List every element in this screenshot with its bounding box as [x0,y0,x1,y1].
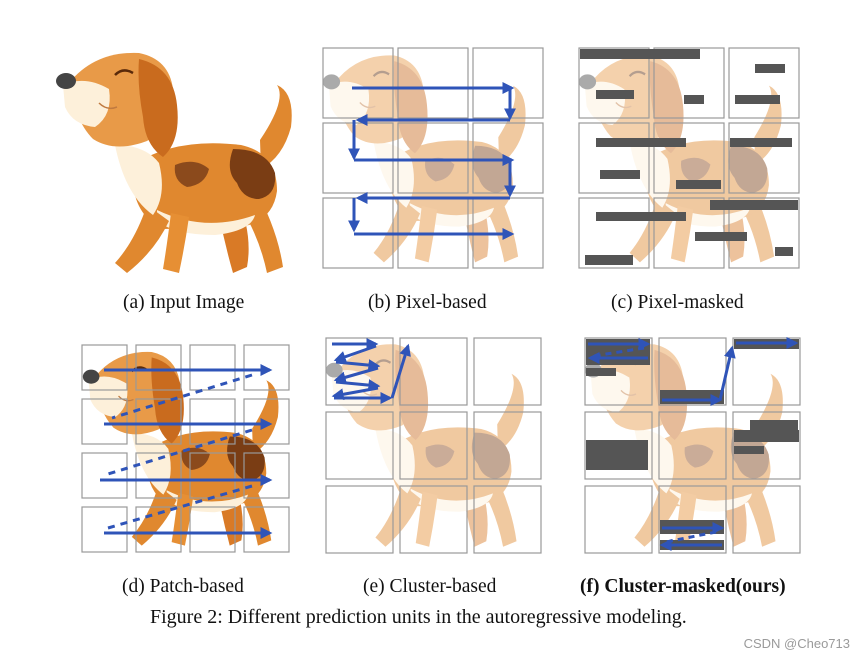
caption-panel-f: (f) Cluster-masked(ours) [580,576,786,597]
caption-panel-e: (e) Cluster-based [363,576,497,597]
panel-a-input-image [54,51,293,275]
panel-b-pixel-based [321,47,544,269]
watermark: CSDN @Cheo713 [743,636,850,651]
panel-e-cluster-based [324,337,542,554]
caption-panel-c: (c) Pixel-masked [611,292,744,313]
panel-d-patch-based [81,344,290,553]
caption-panel-a: (a) Input Image [123,292,245,313]
caption-panel-d: (d) Patch-based [122,576,244,597]
panel-f-cluster-masked [583,337,801,554]
caption-panel-b: (b) Pixel-based [368,292,487,313]
panel-c-pixel-masked [577,47,800,269]
figure-caption: Figure 2: Different prediction units in … [150,606,687,628]
